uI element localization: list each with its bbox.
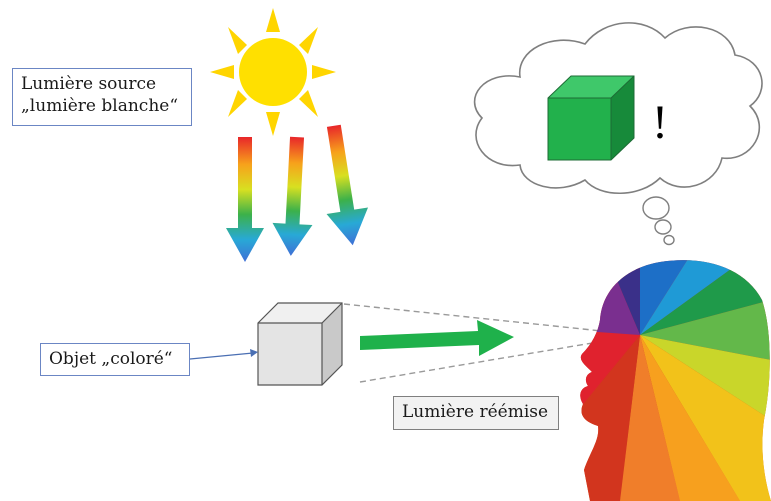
thought-bubble-medium [654, 219, 672, 235]
object-label-connector [189, 349, 258, 360]
sight-lines [343, 303, 641, 383]
head-icon [580, 260, 771, 501]
label-reemitted-light: Lumière réémise [393, 396, 559, 430]
light-arrows [226, 124, 369, 262]
thought-bubble-small [663, 234, 675, 246]
label-reemitted-light-text: Lumière réémise [402, 402, 549, 422]
label-light-source: Lumière source „lumière blanche“ [12, 68, 192, 126]
label-colored-object: Objet „coloré“ [40, 343, 190, 376]
exclamation-mark: ! [652, 96, 668, 149]
reemitted-light-arrow [360, 320, 514, 356]
light-arrow-left [226, 137, 264, 262]
object-cube-icon [257, 302, 343, 386]
light-arrow-middle [272, 136, 313, 256]
label-colored-object-text: Objet „coloré“ [49, 349, 173, 369]
green-cube-icon [547, 75, 635, 161]
label-light-source-line1: Lumière source [21, 74, 157, 94]
sun-disc [239, 38, 307, 106]
sun-rays [210, 8, 336, 136]
sun-icon [210, 8, 336, 136]
label-light-source-line2: „lumière blanche“ [21, 96, 179, 116]
thought-bubble-large [642, 196, 670, 220]
light-arrow-right [326, 124, 369, 246]
